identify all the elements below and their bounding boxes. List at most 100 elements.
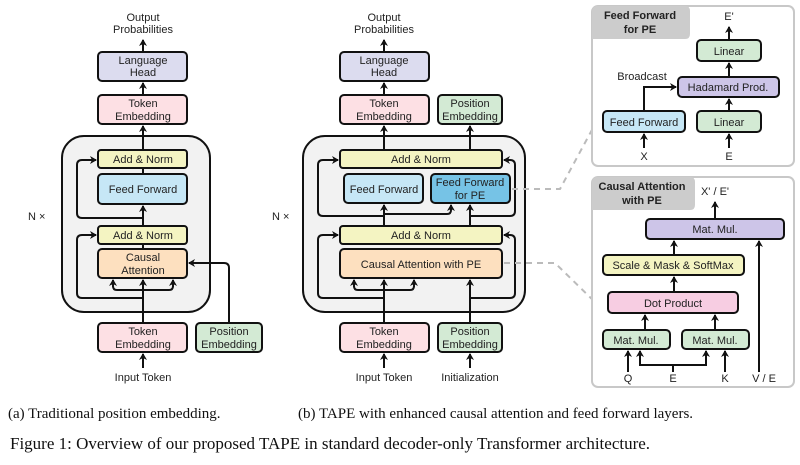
feed-forward-box bbox=[97, 173, 188, 205]
token-embedding-bottom-label-2: Embedding bbox=[115, 339, 171, 351]
add-norm-bottom-label: Add & Norm bbox=[391, 230, 451, 242]
panel-title-1: Causal Attention bbox=[599, 181, 686, 193]
panel-feed-forward-pe: Feed Forward for PE E' Linear Hadamard P… bbox=[591, 5, 795, 167]
input-x-label: X bbox=[640, 151, 648, 163]
token-embedding-bottom-label-1: Token bbox=[369, 326, 398, 338]
dot-product-box bbox=[607, 291, 739, 314]
linear-top-box bbox=[696, 39, 762, 62]
output-label: E' bbox=[724, 11, 733, 23]
output-label-line2: Probabilities bbox=[113, 24, 173, 36]
linear-bottom-label: Linear bbox=[714, 117, 745, 129]
position-embedding-bottom-label-1: Position bbox=[450, 326, 489, 338]
panel-header bbox=[592, 6, 690, 39]
causal-attention-pe-box bbox=[339, 248, 503, 279]
position-embedding-bottom-box bbox=[437, 322, 503, 353]
panel-header bbox=[592, 177, 695, 210]
subcaption-b: (b) TAPE with enhanced causal attention … bbox=[298, 406, 693, 422]
matmul-right-label: Mat. Mul. bbox=[692, 335, 737, 347]
input-token-label: Input Token bbox=[356, 372, 413, 384]
feed-forward-label: Feed Forward bbox=[350, 184, 418, 196]
input-ve-label: V / E bbox=[752, 373, 776, 385]
add-norm-top-box bbox=[339, 149, 503, 169]
feed-forward-box bbox=[602, 110, 686, 133]
token-embedding-bottom-box bbox=[339, 322, 430, 353]
hadamard-box bbox=[677, 76, 780, 98]
position-embedding-top-label-1: Position bbox=[450, 98, 489, 110]
position-embedding-label-1: Position bbox=[209, 326, 248, 338]
token-embedding-top-label-1: Token bbox=[128, 98, 157, 110]
position-embedding-top-box bbox=[437, 94, 503, 125]
scale-mask-softmax-box bbox=[602, 254, 745, 276]
output-label-line1: Output bbox=[126, 12, 159, 24]
token-embedding-top-label-2: Embedding bbox=[115, 111, 171, 123]
feed-forward-pe-label-2: for PE bbox=[455, 190, 486, 202]
input-k-label: K bbox=[721, 373, 729, 385]
position-embedding-box bbox=[195, 322, 263, 353]
language-head-label-2: Head bbox=[371, 67, 397, 79]
input-q-label: Q bbox=[624, 373, 633, 385]
linear-top-label: Linear bbox=[714, 46, 745, 58]
repeat-label: N × bbox=[28, 211, 45, 223]
figure-caption: Figure 1: Overview of our proposed TAPE … bbox=[10, 434, 650, 453]
diagram-b: Output Probabilities Language Head Token… bbox=[272, 12, 601, 384]
token-embedding-top-label-1: Token bbox=[369, 98, 398, 110]
callout-ffn-pe bbox=[512, 114, 601, 190]
add-norm-top-label: Add & Norm bbox=[113, 154, 173, 166]
cross-connection bbox=[384, 204, 455, 215]
add-norm-top-label: Add & Norm bbox=[391, 154, 451, 166]
diagram-a: Output Probabilities Language Head Token… bbox=[28, 12, 263, 384]
input-e-label: E bbox=[669, 373, 676, 385]
residual-ffn-left bbox=[317, 156, 384, 217]
token-embedding-bottom-box bbox=[97, 322, 188, 353]
feed-forward-box bbox=[343, 173, 424, 204]
output-label: X' / E' bbox=[701, 186, 729, 198]
input-e-label: E bbox=[725, 151, 732, 163]
add-norm-bottom-label: Add & Norm bbox=[113, 230, 173, 242]
position-embedding-top-label-2: Embedding bbox=[442, 111, 498, 123]
causal-attention-label-1: Causal bbox=[126, 252, 160, 264]
language-head-label-2: Head bbox=[130, 67, 156, 79]
panel-title-2: for PE bbox=[624, 24, 656, 36]
token-embedding-top-box bbox=[97, 94, 188, 125]
language-head-label-1: Language bbox=[360, 55, 409, 67]
feed-forward-pe-label-1: Feed Forward bbox=[436, 177, 504, 189]
qkv-fork bbox=[112, 280, 174, 291]
token-embedding-top-box bbox=[339, 94, 430, 125]
repeat-label: N × bbox=[272, 211, 289, 223]
causal-attention-label-2: Attention bbox=[121, 265, 164, 277]
panel-causal-attention-pe: Causal Attention with PE X' / E' Mat. Mu… bbox=[591, 176, 795, 388]
callout-attn-pe bbox=[504, 262, 599, 306]
residual-attn-right bbox=[470, 231, 516, 299]
matmul-left-label: Mat. Mul. bbox=[613, 335, 658, 347]
matmul-right-box bbox=[681, 329, 750, 350]
panel-title-2: with PE bbox=[621, 195, 662, 207]
panel-title-1: Feed Forward bbox=[604, 10, 676, 22]
residual-attn-left bbox=[317, 231, 384, 299]
hadamard-label: Hadamard Prod. bbox=[688, 82, 769, 94]
position-embedding-label-2: Embedding bbox=[201, 339, 257, 351]
residual-ffn bbox=[76, 156, 143, 219]
causal-attention-box bbox=[97, 248, 188, 279]
feed-forward-pe-box bbox=[430, 173, 511, 204]
output-label-line2: Probabilities bbox=[354, 24, 414, 36]
causal-attention-pe-label: Causal Attention with PE bbox=[361, 259, 481, 271]
add-norm-bottom-box bbox=[339, 225, 503, 245]
language-head-label-1: Language bbox=[119, 55, 168, 67]
feed-forward-label: Feed Forward bbox=[109, 184, 177, 196]
broadcast-arrow bbox=[643, 83, 677, 111]
token-embedding-bottom-label-1: Token bbox=[128, 326, 157, 338]
feed-forward-label: Feed Forward bbox=[610, 117, 678, 129]
input-token-label: Input Token bbox=[115, 372, 172, 384]
token-embedding-top-label-2: Embedding bbox=[356, 111, 412, 123]
position-arrow bbox=[188, 259, 230, 323]
matmul-top-label: Mat. Mul. bbox=[692, 224, 737, 236]
scale-mask-softmax-label: Scale & Mask & SoftMax bbox=[612, 260, 734, 272]
broadcast-label: Broadcast bbox=[617, 71, 667, 83]
matmul-left-box bbox=[602, 329, 671, 350]
output-label-line1: Output bbox=[367, 12, 400, 24]
token-embedding-bottom-label-2: Embedding bbox=[356, 339, 412, 351]
subcaption-a: (a) Traditional position embedding. bbox=[8, 406, 220, 422]
matmul-top-box bbox=[645, 218, 785, 240]
language-head-box bbox=[97, 51, 188, 82]
